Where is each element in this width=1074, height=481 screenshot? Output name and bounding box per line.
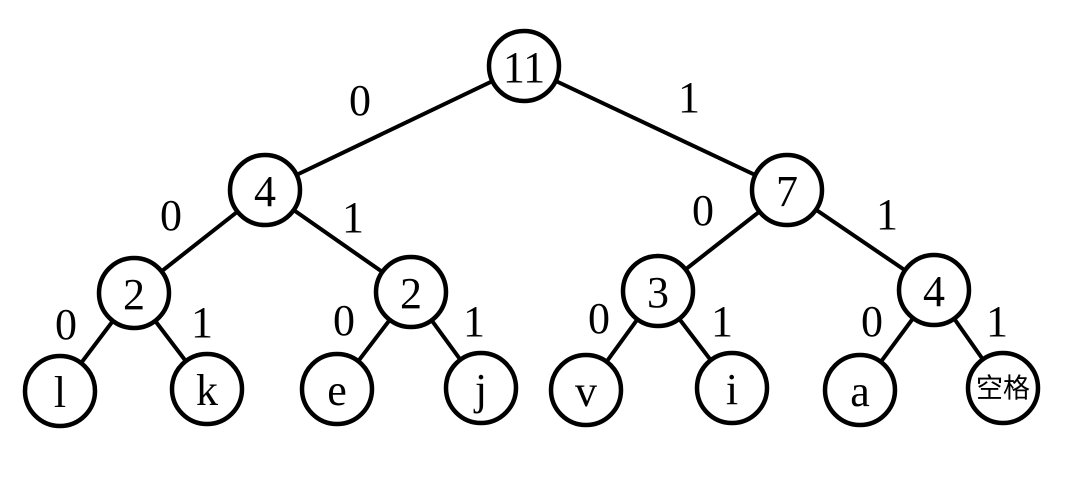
tree-node-circle-lf-sp	[965, 350, 1041, 426]
tree-node-circle-lf-e	[299, 351, 375, 427]
tree-node-label-n3: 3	[647, 268, 669, 317]
tree-node-label-lf-e: e	[327, 366, 347, 415]
edge-bit-label-n7-n4r: 1	[876, 190, 898, 239]
tree-node-label-lf-sp: 空格	[976, 374, 1030, 404]
tree-node-label-root: 11	[503, 43, 545, 92]
tree-node-label-n2b: 2	[400, 269, 422, 318]
tree-node-circle-lf-a	[822, 352, 898, 428]
tree-node-label-lf-a: a	[850, 367, 870, 416]
tree-node-label-lf-l: l	[54, 368, 66, 417]
tree-node-label-lf-v: v	[575, 367, 597, 416]
tree-node-label-n4r: 4	[923, 267, 945, 316]
tree-node-circle-lf-v	[548, 352, 624, 428]
tree-node-circle-lf-i	[694, 350, 770, 426]
edge-bit-label-n2b-lf-e: 0	[333, 296, 355, 345]
tree-node-label-lf-k: k	[196, 366, 218, 415]
tree-node-label-lf-j: j	[473, 365, 487, 414]
edge-bit-label-n4r-lf-sp: 1	[986, 297, 1008, 346]
edge-bit-label-n7-n3: 0	[692, 186, 714, 235]
tree-node-circle-root	[486, 28, 562, 104]
tree-node-circle-n4l	[227, 152, 303, 228]
edge-bit-label-n4l-n2a: 0	[160, 191, 182, 240]
tree-node-circle-lf-l	[22, 353, 98, 429]
edge-bit-label-n2a-lf-k: 1	[191, 298, 213, 347]
edge-bit-label-n3-lf-i: 1	[711, 297, 733, 346]
edge-bit-label-n4l-n2b: 1	[342, 193, 364, 242]
tree-node-label-n2a: 2	[123, 270, 145, 319]
tree-edge-root-n4l	[263, 64, 526, 192]
tree-node-label-n4l: 4	[254, 167, 276, 216]
edge-bit-label-n2b-lf-j: 1	[463, 297, 485, 346]
edge-bit-label-n2a-lf-l: 0	[55, 300, 77, 349]
edge-bit-label-n4r-lf-a: 0	[861, 297, 883, 346]
tree-node-circle-n2a	[96, 255, 172, 331]
tree-node-circle-n2b	[373, 254, 449, 330]
edge-bit-label-root-n7: 1	[678, 73, 700, 122]
tree-node-circle-lf-j	[443, 350, 519, 426]
tree-node-circle-n3	[620, 253, 696, 329]
tree-node-label-n7: 7	[776, 167, 798, 216]
tree-node-circle-lf-k	[169, 351, 245, 427]
tree-node-circle-n4r	[896, 252, 972, 328]
tree-node-label-lf-i: i	[726, 365, 738, 414]
tree-edge-root-n7	[522, 64, 789, 192]
edge-bit-label-root-n4l: 0	[349, 76, 371, 125]
edge-bit-label-n3-lf-v: 0	[588, 294, 610, 343]
tree-node-circle-n7	[749, 152, 825, 228]
